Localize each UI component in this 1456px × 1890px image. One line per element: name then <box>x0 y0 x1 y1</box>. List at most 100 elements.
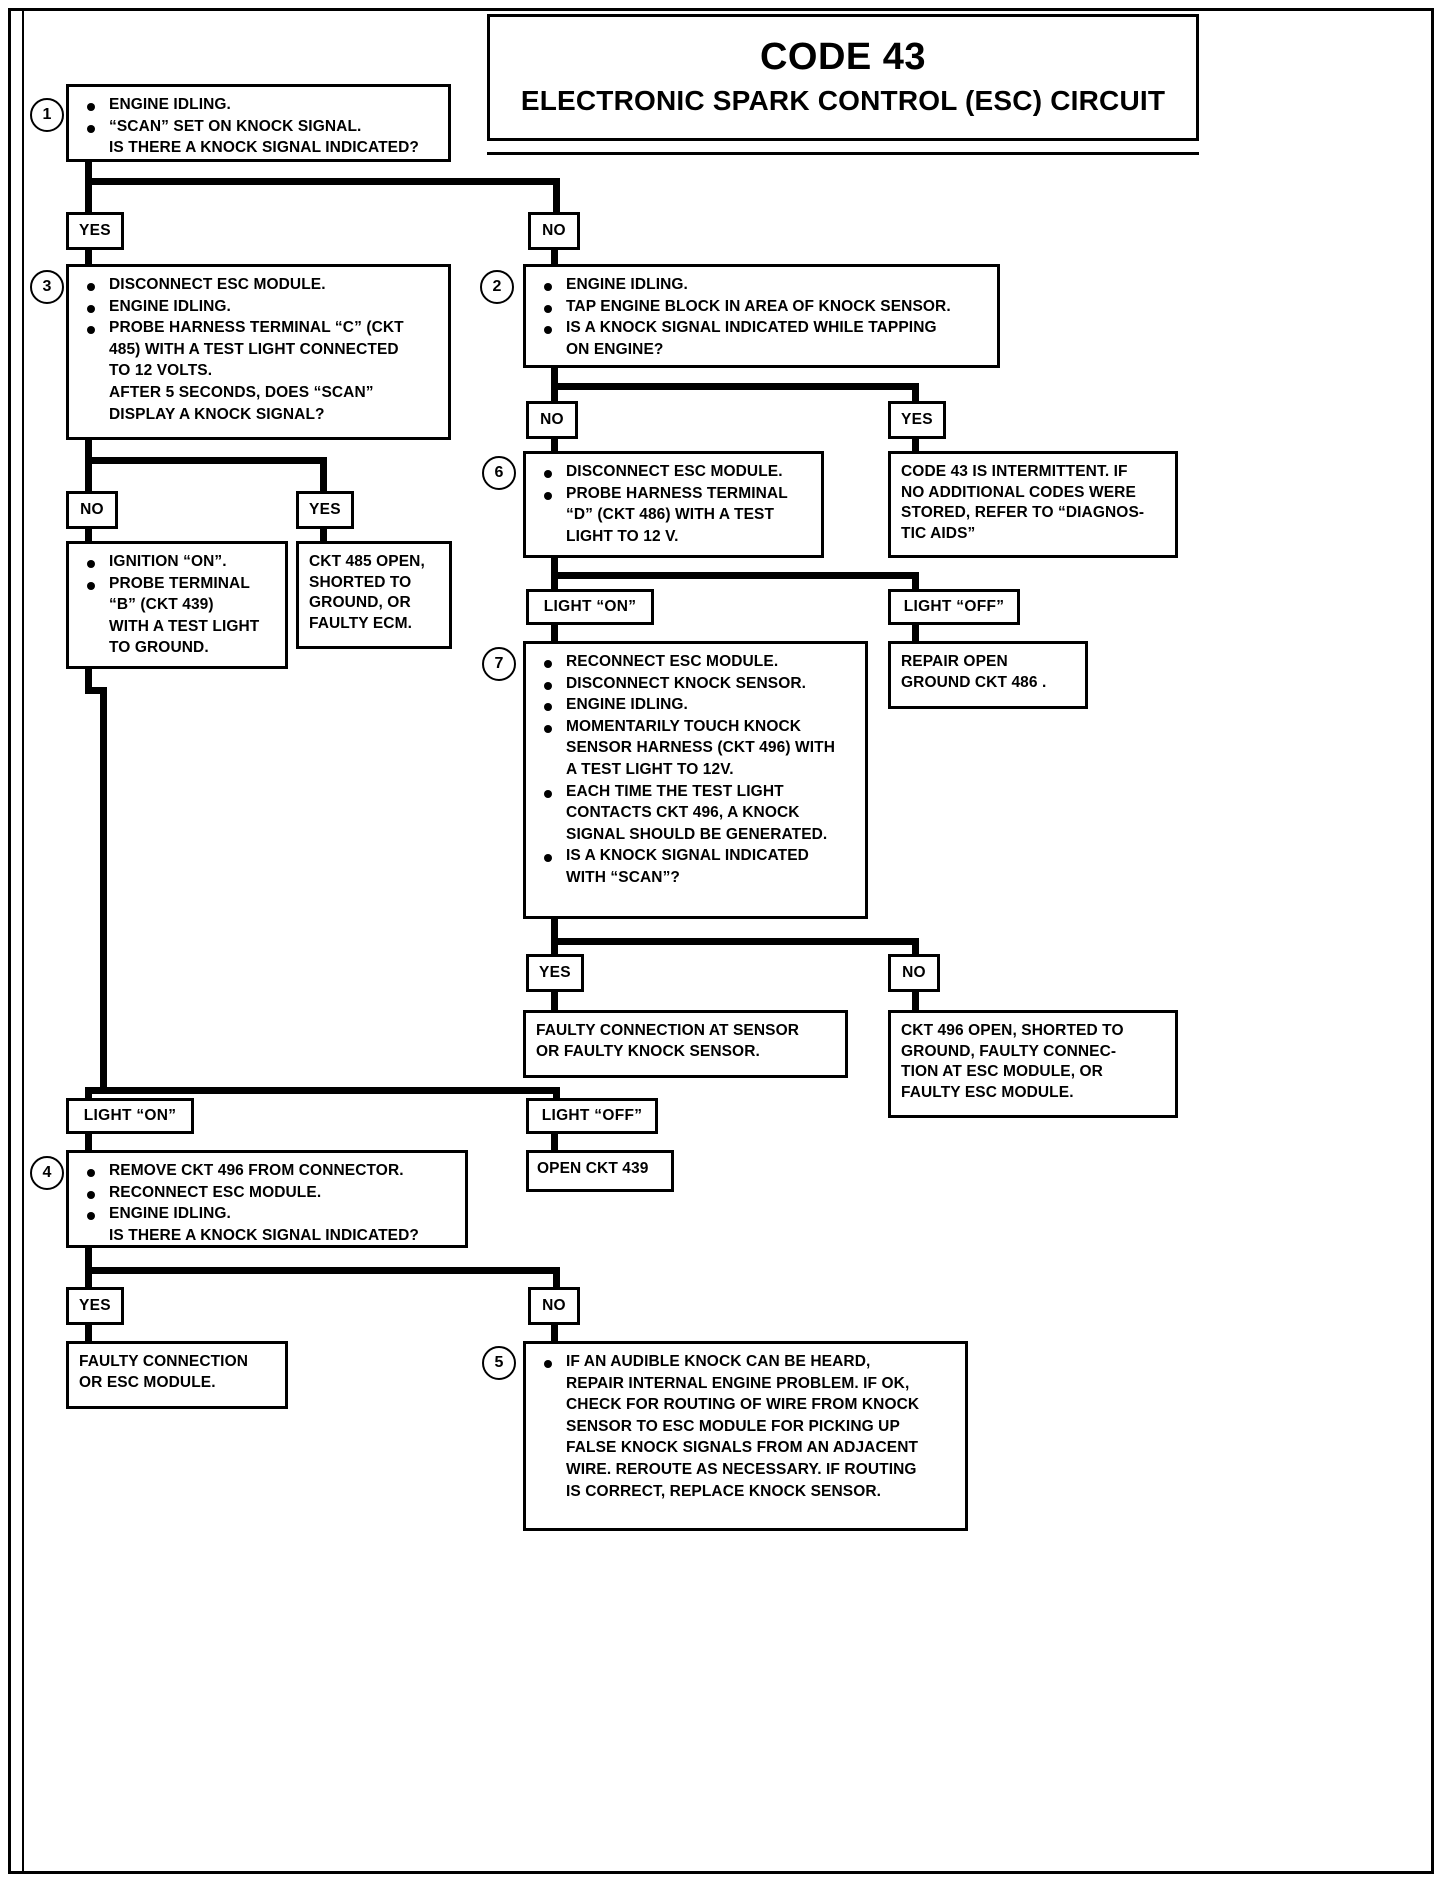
step-7-line-6: A TEST LIGHT TO 12V. <box>566 761 734 779</box>
line-lighton-elbow <box>85 1087 107 1094</box>
step-circle-2: 2 <box>480 270 514 304</box>
line-no7-to-ckt496 <box>912 992 919 1010</box>
step-7-line-3: ENGINE IDLING. <box>536 695 855 716</box>
ckt485-line-1: CKT 485 OPEN, <box>309 553 425 570</box>
step-box-6: DISCONNECT ESC MODULE. PROBE HARNESS TER… <box>523 451 824 558</box>
line-s2-yes-down <box>912 383 919 410</box>
result-box-repair-ground: REPAIR OPEN GROUND CKT 486 . <box>888 641 1088 709</box>
step-circle-1: 1 <box>30 98 64 132</box>
line-s6-on-down <box>551 572 558 592</box>
label-no-step2: NO <box>526 401 578 439</box>
line-s1-yes-down <box>85 178 92 212</box>
step-box-5: IF AN AUDIBLE KNOCK CAN BE HEARD, REPAIR… <box>523 1341 968 1531</box>
intermittent-line-3: STORED, REFER TO “DIAGNOS- <box>901 504 1145 522</box>
probe-b-line-1: IGNITION “ON”. <box>79 552 275 573</box>
step-4-line-4: IS THERE A KNOCK SIGNAL INDICATED? <box>109 1226 419 1244</box>
step-3-line-4: 485) WITH A TEST LIGHT CONNECTED <box>109 340 399 358</box>
step-3-line-7: DISPLAY A KNOCK SIGNAL? <box>109 405 325 423</box>
step-circle-3: 3 <box>30 270 64 304</box>
step-5-line-5: FALSE KNOCK SIGNALS FROM AN ADJACENT <box>566 1439 919 1457</box>
faulty-conn-esc-line-2: OR ESC MODULE. <box>79 1373 216 1391</box>
title-underline <box>487 152 1199 155</box>
line-no4-to-s5 <box>551 1325 558 1341</box>
result-box-ckt485: CKT 485 OPEN, SHORTED TO GROUND, OR FAUL… <box>296 541 452 649</box>
step-1-line-2: “SCAN” SET ON KNOCK SIGNAL. <box>79 117 438 138</box>
label-yes-step1: YES <box>66 212 124 250</box>
label-yes-step2: YES <box>888 401 946 439</box>
label-light-off-step6: LIGHT “OFF” <box>888 589 1020 625</box>
step-7-line-9: SIGNAL SHOULD BE GENERATED. <box>566 825 828 843</box>
line-yes4-to-faulty-esc <box>85 1325 92 1341</box>
line-s7-down <box>551 919 558 955</box>
line-yes3-to-ckt485 <box>320 529 327 543</box>
line-s1-no-down <box>553 178 560 212</box>
line-probeb-to-lights <box>100 1087 560 1094</box>
label-yes-step3: YES <box>296 491 354 529</box>
step-4-list: REMOVE CKT 496 FROM CONNECTOR. RECONNECT… <box>79 1161 455 1246</box>
step-3-line-3: PROBE HARNESS TERMINAL “C” (CKT <box>79 318 438 339</box>
result-box-ckt496: CKT 496 OPEN, SHORTED TO GROUND, FAULTY … <box>888 1010 1178 1118</box>
line-s7-yes-down <box>551 938 558 955</box>
line-s3-across <box>85 457 327 464</box>
step-circle-6: 6 <box>482 456 516 490</box>
step-2-list: ENGINE IDLING. TAP ENGINE BLOCK IN AREA … <box>536 275 987 360</box>
intermittent-line-4: TIC AIDS” <box>901 524 976 542</box>
line-s6-down <box>551 558 558 580</box>
step-2-line-3: IS A KNOCK SIGNAL INDICATED WHILE TAPPIN… <box>536 318 987 339</box>
line-no2-to-s6 <box>551 439 558 453</box>
ckt485-line-2: SHORTED TO <box>309 573 412 591</box>
result-box-faulty-connection-sensor: FAULTY CONNECTION AT SENSOR OR FAULTY KN… <box>523 1010 848 1078</box>
label-yes-step4: YES <box>66 1287 124 1325</box>
line-s3-down <box>85 440 92 464</box>
line-lightoff-down <box>553 1087 560 1107</box>
line-s4-yes-down <box>85 1267 92 1287</box>
page-inner-rule <box>22 8 1434 1874</box>
intermittent-line-2: NO ADDITIONAL CODES WERE <box>901 483 1136 501</box>
probe-b-line-5: TO GROUND. <box>109 639 209 657</box>
step-5-line-1: IF AN AUDIBLE KNOCK CAN BE HEARD, <box>536 1352 955 1373</box>
line-s4-no-down <box>553 1267 560 1287</box>
step-7-line-10: IS A KNOCK SIGNAL INDICATED <box>536 846 855 867</box>
step-7-list: RECONNECT ESC MODULE. DISCONNECT KNOCK S… <box>536 652 855 889</box>
line-s3-yes-down <box>320 457 327 491</box>
line-s3-no-down <box>85 457 92 491</box>
step-7-line-11: WITH “SCAN”? <box>566 869 680 887</box>
line-s7-no-down <box>912 938 919 955</box>
label-light-off-step3: LIGHT “OFF” <box>526 1098 658 1134</box>
probe-b-list: IGNITION “ON”. PROBE TERMINAL “B” (CKT 4… <box>79 552 275 659</box>
ckt496-line-2: GROUND, FAULTY CONNEC- <box>901 1042 1117 1060</box>
ckt496-line-3: TION AT ESC MODULE, OR <box>901 1063 1103 1081</box>
label-no-step1: NO <box>528 212 580 250</box>
result-box-probe-b: IGNITION “ON”. PROBE TERMINAL “B” (CKT 4… <box>66 541 288 669</box>
step-circle-5: 5 <box>482 1346 516 1380</box>
line-no1-to-s2 <box>551 250 558 266</box>
line-probeb-elbow <box>85 687 107 694</box>
intermittent-line-1: CODE 43 IS INTERMITTENT. IF <box>901 463 1128 480</box>
result-box-open-ckt439: OPEN CKT 439 <box>526 1150 674 1192</box>
faulty-conn-sensor-line-2: OR FAULTY KNOCK SENSOR. <box>536 1042 760 1060</box>
probe-b-line-3: “B” (CKT 439) <box>109 596 214 614</box>
step-3-line-2: ENGINE IDLING. <box>79 297 438 318</box>
line-on6-to-s7 <box>551 625 558 641</box>
step-5-list: IF AN AUDIBLE KNOCK CAN BE HEARD, REPAIR… <box>536 1352 955 1502</box>
step-4-line-3: ENGINE IDLING. <box>79 1204 455 1225</box>
step-5-line-2: REPAIR INTERNAL ENGINE PROBLEM. IF OK, <box>566 1374 910 1392</box>
ckt496-line-4: FAULTY ESC MODULE. <box>901 1083 1074 1101</box>
line-lightoff3-to-open439 <box>551 1134 558 1150</box>
label-light-on-step3: LIGHT “ON” <box>66 1098 194 1134</box>
step-7-line-8: CONTACTS CKT 496, A KNOCK <box>566 804 800 822</box>
open-ckt439-line-1: OPEN CKT 439 <box>537 1160 649 1177</box>
step-3-line-5: TO 12 VOLTS. <box>109 362 213 380</box>
step-box-2: ENGINE IDLING. TAP ENGINE BLOCK IN AREA … <box>523 264 1000 368</box>
step-6-list: DISCONNECT ESC MODULE. PROBE HARNESS TER… <box>536 462 811 547</box>
step-5-line-3: CHECK FOR ROUTING OF WIRE FROM KNOCK <box>566 1396 920 1414</box>
line-yes7-to-faulty <box>551 992 558 1010</box>
step-box-4: REMOVE CKT 496 FROM CONNECTOR. RECONNECT… <box>66 1150 468 1248</box>
title-code: CODE 43 <box>759 36 927 79</box>
line-s2-no-down <box>551 383 558 410</box>
step-3-list: DISCONNECT ESC MODULE. ENGINE IDLING. PR… <box>79 275 438 425</box>
step-circle-4: 4 <box>30 1156 64 1190</box>
label-no-step7: NO <box>888 954 940 992</box>
ckt485-line-4: FAULTY ECM. <box>309 614 413 632</box>
step-6-line-4: LIGHT TO 12 V. <box>566 527 679 545</box>
